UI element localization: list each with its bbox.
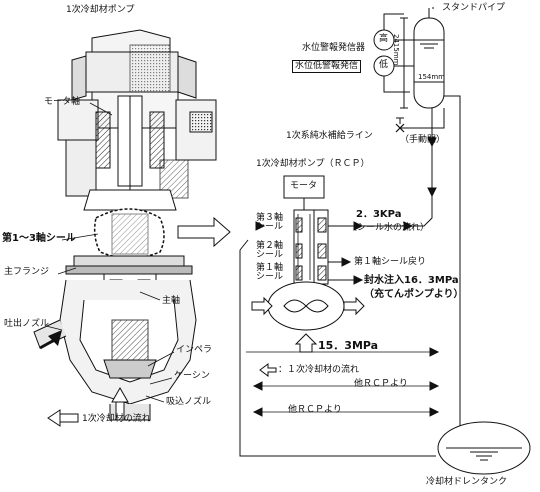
label-motor: モータ	[290, 181, 318, 191]
label-seal-water-flow: （シール水の流れ）	[348, 223, 430, 233]
level-high-mark: 高	[379, 34, 389, 44]
label-drain-tank: 冷却材ドレンタンク	[426, 477, 508, 487]
label-seal-injection: 封水注入16．3MPa	[364, 275, 459, 286]
label-seals-1-3: 第1～3軸シール	[2, 233, 76, 244]
label-seal-1: 第１軸シール	[256, 263, 284, 282]
left-flow-legend: 1次冷却材の流れ	[82, 414, 151, 424]
label-discharge-nozzle: 吐出ノズル	[4, 319, 50, 329]
level-low-mark: 低	[379, 60, 389, 70]
label-alarm-title: 水位警報発信器	[302, 43, 366, 53]
label-rcp-title: 1次冷却材ポンプ（ＲＣＰ）	[256, 159, 370, 169]
dim-2415: 2415mm	[392, 34, 400, 66]
label-legend-flow: ：１次冷却材の流れ	[278, 365, 360, 375]
right-flow-arrows	[252, 137, 440, 417]
label-other-rcp-from: 他ＲＣＰより	[288, 405, 342, 415]
label-standpipe: スタンドパイプ	[442, 3, 506, 13]
label-suction-nozzle: 吸込ノズル	[166, 397, 212, 407]
left-leader-lines	[45, 102, 175, 403]
label-makeup-line: 1次系純水補給ライン	[286, 131, 373, 141]
right-horizontal-lines	[246, 351, 430, 413]
pump-title: 1次冷却材ポンプ	[66, 5, 135, 15]
label-charging-pump: （充てんポンプより）	[364, 289, 464, 300]
label-seal-2: 第２軸シール	[256, 241, 284, 260]
pressure-15-3: 15．3MPa	[318, 339, 379, 352]
label-seal-3: 第３軸シール	[256, 213, 284, 232]
label-motor-shaft: モータ軸	[44, 97, 81, 107]
dim-154: 154mm	[418, 73, 445, 81]
label-casing: ケーシン	[174, 371, 210, 381]
left-flow-arrows	[39, 330, 129, 427]
pressure-seal-water: 2．3KPa	[356, 209, 402, 220]
legend-hollow-arrow	[259, 363, 277, 377]
label-other-rcp-to: 他ＲＣＰより	[354, 379, 408, 389]
label-seal1-return: 第１軸シール戻り	[354, 257, 427, 267]
pump-cutaway-drawing	[33, 29, 217, 421]
label-main-shaft: 主軸	[162, 296, 181, 306]
label-main-flange: 主フランジ	[4, 267, 50, 277]
seal-water-schematic	[239, 7, 531, 475]
label-impeller: インペラ	[176, 345, 213, 355]
label-manual-valve: （手動開）	[400, 135, 446, 145]
transition-arrow	[177, 216, 231, 248]
label-alarm-low: 水位低警報発信	[292, 60, 362, 73]
